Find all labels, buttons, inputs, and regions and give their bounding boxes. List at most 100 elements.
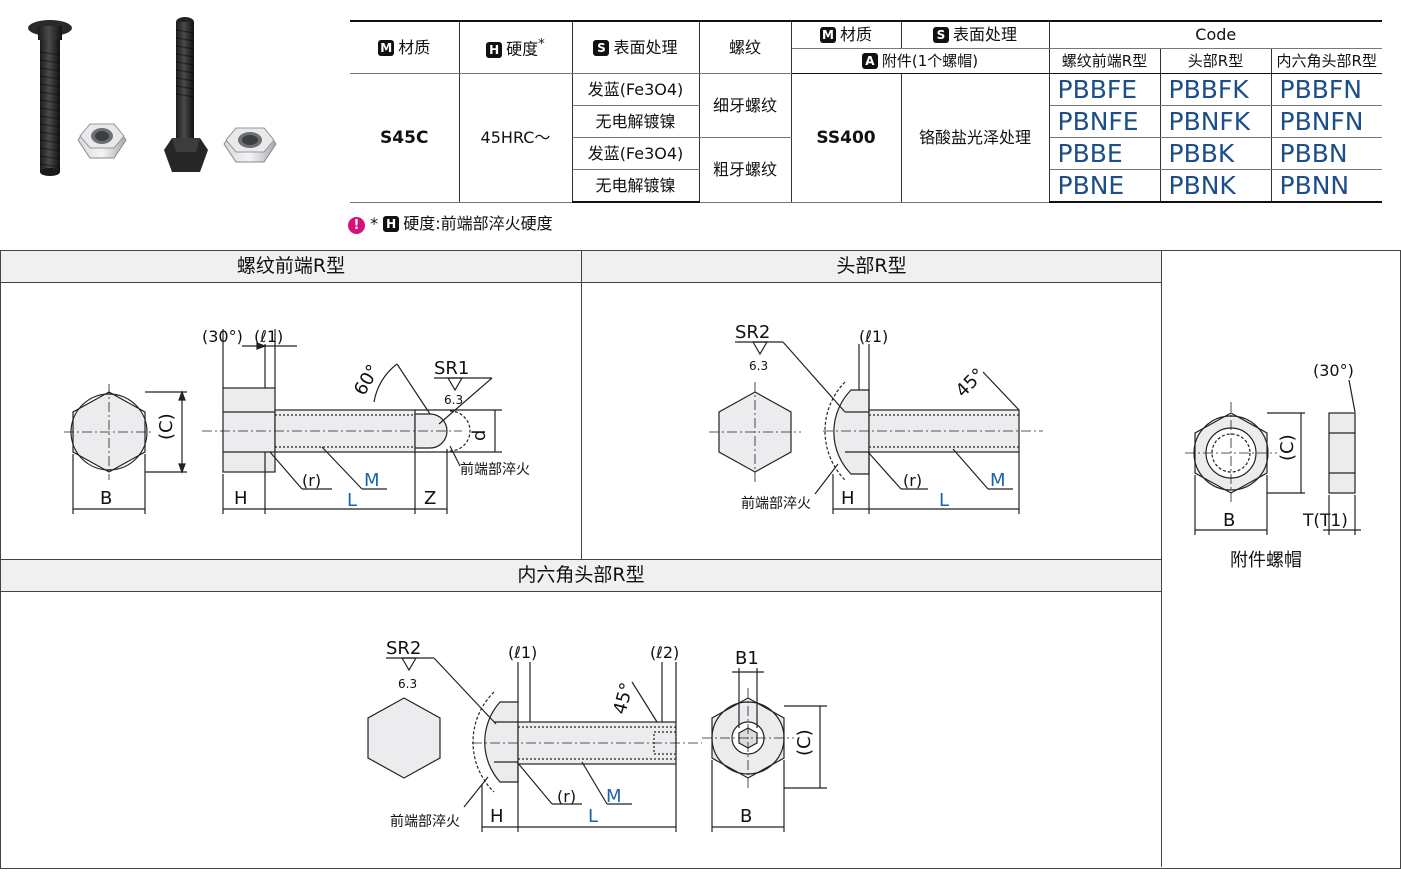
warning-icon: ! [348,217,365,234]
bolt-photo-1 [28,20,72,176]
col-header-code-2: 头部R型 [1159,48,1272,74]
badge-h-note: H [383,216,400,232]
dim-l: L [347,490,357,511]
table-row: 发蓝(Fe3O4) 粗牙螺纹 PBBE PBBK PBBN [350,137,1383,203]
badge-m-nut: M [819,27,836,43]
code-cell[interactable]: PBBE [1048,137,1161,170]
label-hardened: 前端部淬火 [460,461,530,478]
divider [581,251,582,559]
dim-h: H [490,806,504,827]
col-header-thread: 螺纹 [698,20,792,74]
nut-caption: 附件螺帽 [1230,550,1302,571]
dim-l2: (ℓ2) [650,643,679,662]
dim-m: M [364,470,380,491]
roughness-6-3: 6.3 [749,359,768,373]
drawing-hex-socket: SR2 6.3 (ℓ1) (ℓ2) 45° (r) M L H 前端部淬火 B1… [367,638,827,832]
surface-value: 无电解镀镍 [571,105,700,138]
badge-s-nut: S [932,27,949,43]
drawing-nut: (C) B T(T1) (30°) 附件螺帽 [1185,361,1361,571]
dim-r: (r) [903,471,922,490]
material-value: S45C [350,73,460,203]
panel-title-thread-tip: 螺纹前端R型 [1,251,581,283]
label-hardened: 前端部淬火 [741,495,811,512]
label-hardened: 前端部淬火 [390,813,460,830]
thread-coarse: 粗牙螺纹 [698,137,792,203]
dim-sr1: SR1 [434,358,469,379]
table-row: 无电解镀镍 PBNFE PBNFK PBNFN [350,105,1383,138]
dim-b: B [740,806,752,827]
code-cell[interactable]: PBNN [1270,169,1383,203]
badge-a: A [861,53,878,69]
dim-l: L [588,806,598,827]
code-cell[interactable]: PBBN [1270,137,1383,170]
nut-surface-value: 铬酸盐光泽处理 [900,73,1050,203]
dim-t: T(T1) [1302,511,1348,531]
dim-c: (C) [794,729,815,756]
roughness-6-3: 6.3 [444,393,463,407]
dim-sr2: SR2 [735,322,770,343]
dim-b: B [100,488,112,509]
drawing-head-r: SR2 6.3 (ℓ1) 45° (r) M L H 前端部淬火 [709,322,1043,514]
product-photo [28,17,277,176]
code-cell[interactable]: PBNFE [1048,105,1161,138]
nut-material-value: SS400 [790,73,902,203]
dim-c: (C) [156,413,177,440]
dim-z: Z [424,488,436,509]
dim-m: M [606,786,622,807]
dim-sr2: SR2 [386,638,421,659]
dim-r: (r) [557,787,576,806]
dim-l1: (ℓ1) [859,327,888,346]
note-star: * [370,214,379,233]
dim-b1: B1 [735,648,759,669]
surface-value: 无电解镀镍 [571,169,700,203]
badge-s: S [593,39,610,56]
code-cell[interactable]: PBBFN [1270,73,1383,106]
dim-h: H [841,488,855,509]
code-cell[interactable]: PBNFK [1159,105,1272,138]
nut-photo-1 [77,123,127,159]
badge-m: M [378,39,395,56]
dim-sixty: 60° [350,361,384,399]
code-cell[interactable]: PBBFE [1048,73,1161,106]
surface-value: 发蓝(Fe3O4) [571,137,700,170]
dim-c: (C) [1277,434,1298,461]
panel-title-hex-socket: 内六角头部R型 [1,560,1161,592]
dim-thirty: (30°) [1313,361,1354,380]
code-cell[interactable]: PBBK [1159,137,1272,170]
col-header-code-3: 内六角头部R型 [1270,48,1383,74]
dim-thirty: (30°) [202,327,243,346]
divider [1161,251,1162,867]
dim-l: L [939,490,949,511]
col-header-code: Code [1048,20,1383,49]
dim-l1: (ℓ1) [254,327,283,346]
table-row: 无电解镀镍 PBNE PBNK PBNN [350,169,1383,203]
bolt-photo-2 [164,17,208,172]
col-header-code-1: 螺纹前端R型 [1048,48,1161,74]
dim-l1: (ℓ1) [508,643,537,662]
thread-fine: 细牙螺纹 [698,73,792,138]
badge-h: H [486,41,503,58]
code-cell[interactable]: PBNK [1159,169,1272,203]
panel-title-head-r: 头部R型 [582,251,1161,283]
dim-m: M [990,470,1006,491]
code-cell[interactable]: PBNE [1048,169,1161,203]
code-cell[interactable]: PBNFN [1270,105,1383,138]
table-row: S45C 45HRC～ 发蓝(Fe3O4) 细牙螺纹 SS400 铬酸盐光泽处理… [350,73,1383,203]
note-text: 硬度:前端部淬火硬度 [403,214,553,233]
dim-d: d [469,430,490,441]
drawing-thread-tip: (C) B (30°) (ℓ1) 60° SR1 6.3 d 前端部淬火 (r)… [64,327,530,514]
surface-value: 发蓝(Fe3O4) [571,73,700,106]
roughness-6-3: 6.3 [398,677,417,691]
divider [1,559,1161,560]
dim-b: B [1223,510,1235,531]
dim-h: H [234,488,248,509]
code-cell[interactable]: PBBFK [1159,73,1272,106]
